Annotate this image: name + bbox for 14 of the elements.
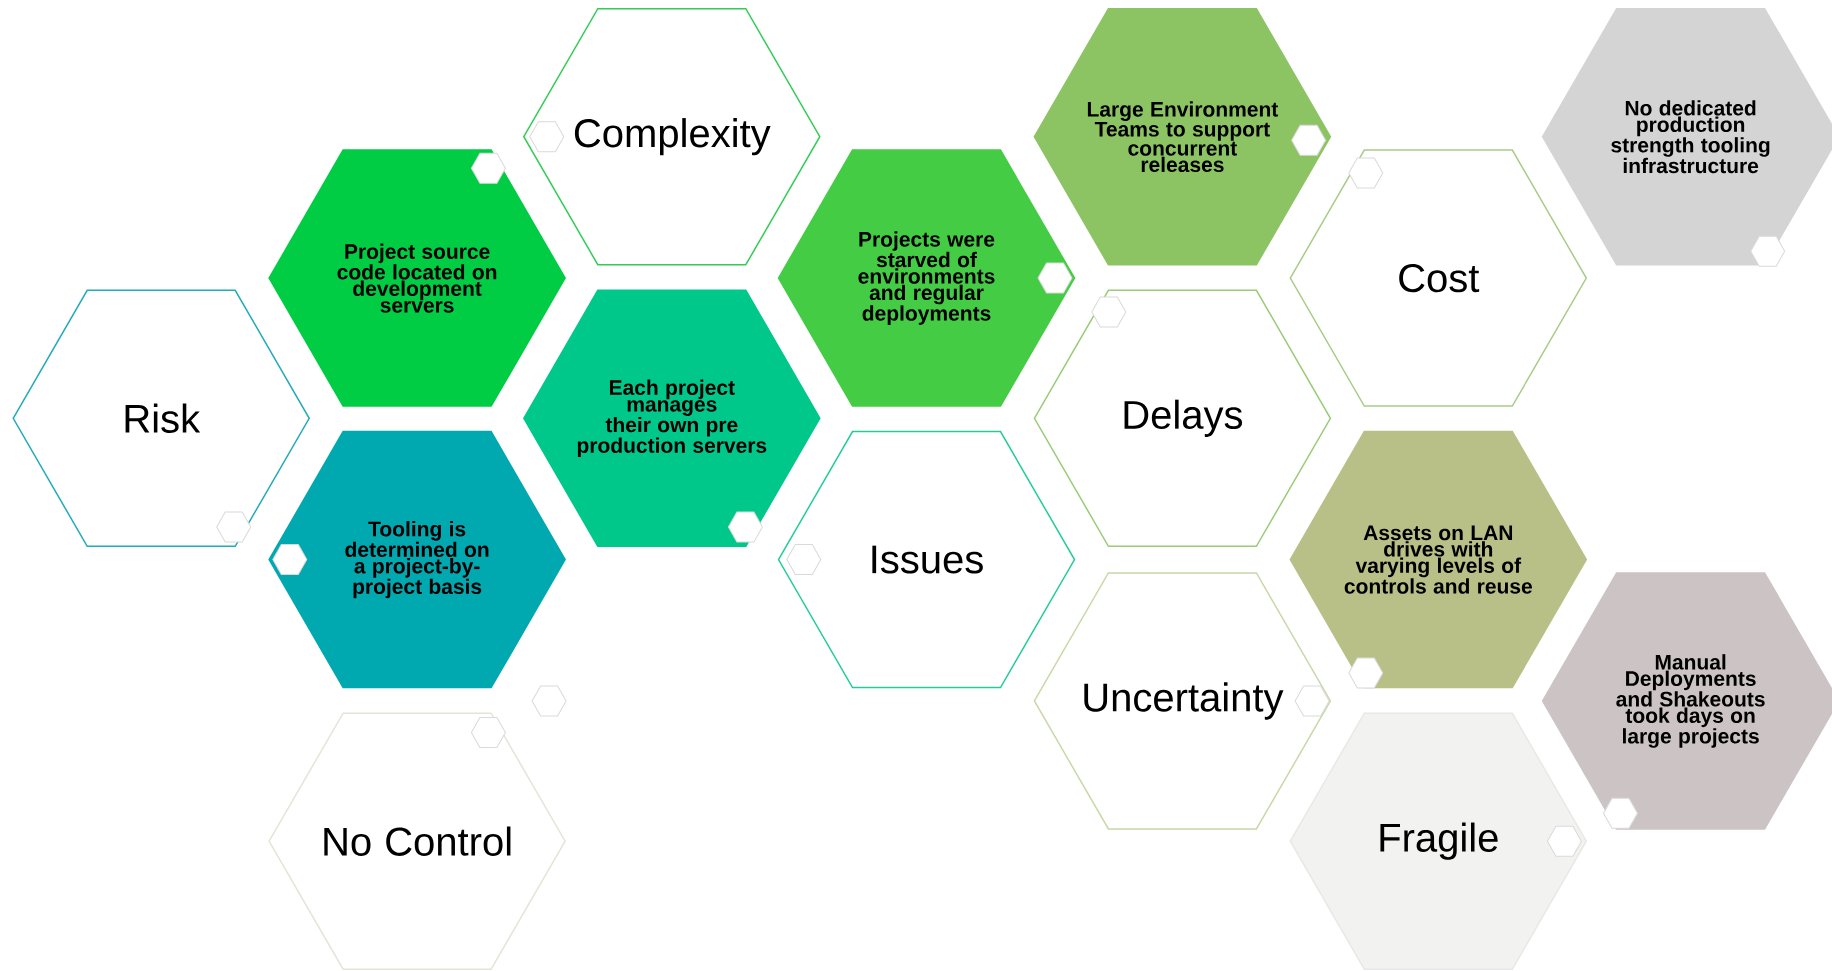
hexagon: Uncertainty xyxy=(1033,572,1332,830)
hexagon: Risk xyxy=(12,289,311,548)
hexagon: Assets on LAN drives with varying levels of controls and reuse xyxy=(1289,430,1588,689)
hexagon: Delays xyxy=(1033,289,1332,548)
hexagon: Large Environment Teams to support concurrent releases xyxy=(1033,7,1332,266)
hexagon: Tooling is determined on a project-by-project basis xyxy=(268,430,566,689)
hexagon: No dedicated production strength tooling infrastructure xyxy=(1541,7,1832,266)
hexagon: Cost xyxy=(1289,149,1588,407)
hexagon: Issues xyxy=(777,430,1076,689)
hexagon: Manual Deployments and Shakeouts took days on large projects xyxy=(1541,572,1832,830)
hexagon: Project source code located on development servers xyxy=(268,149,566,407)
hexagon: No Control xyxy=(268,712,566,970)
hexagon: Projects were starved of environments and regular deployments xyxy=(777,149,1076,407)
hexagon: Fragile xyxy=(1289,712,1588,970)
